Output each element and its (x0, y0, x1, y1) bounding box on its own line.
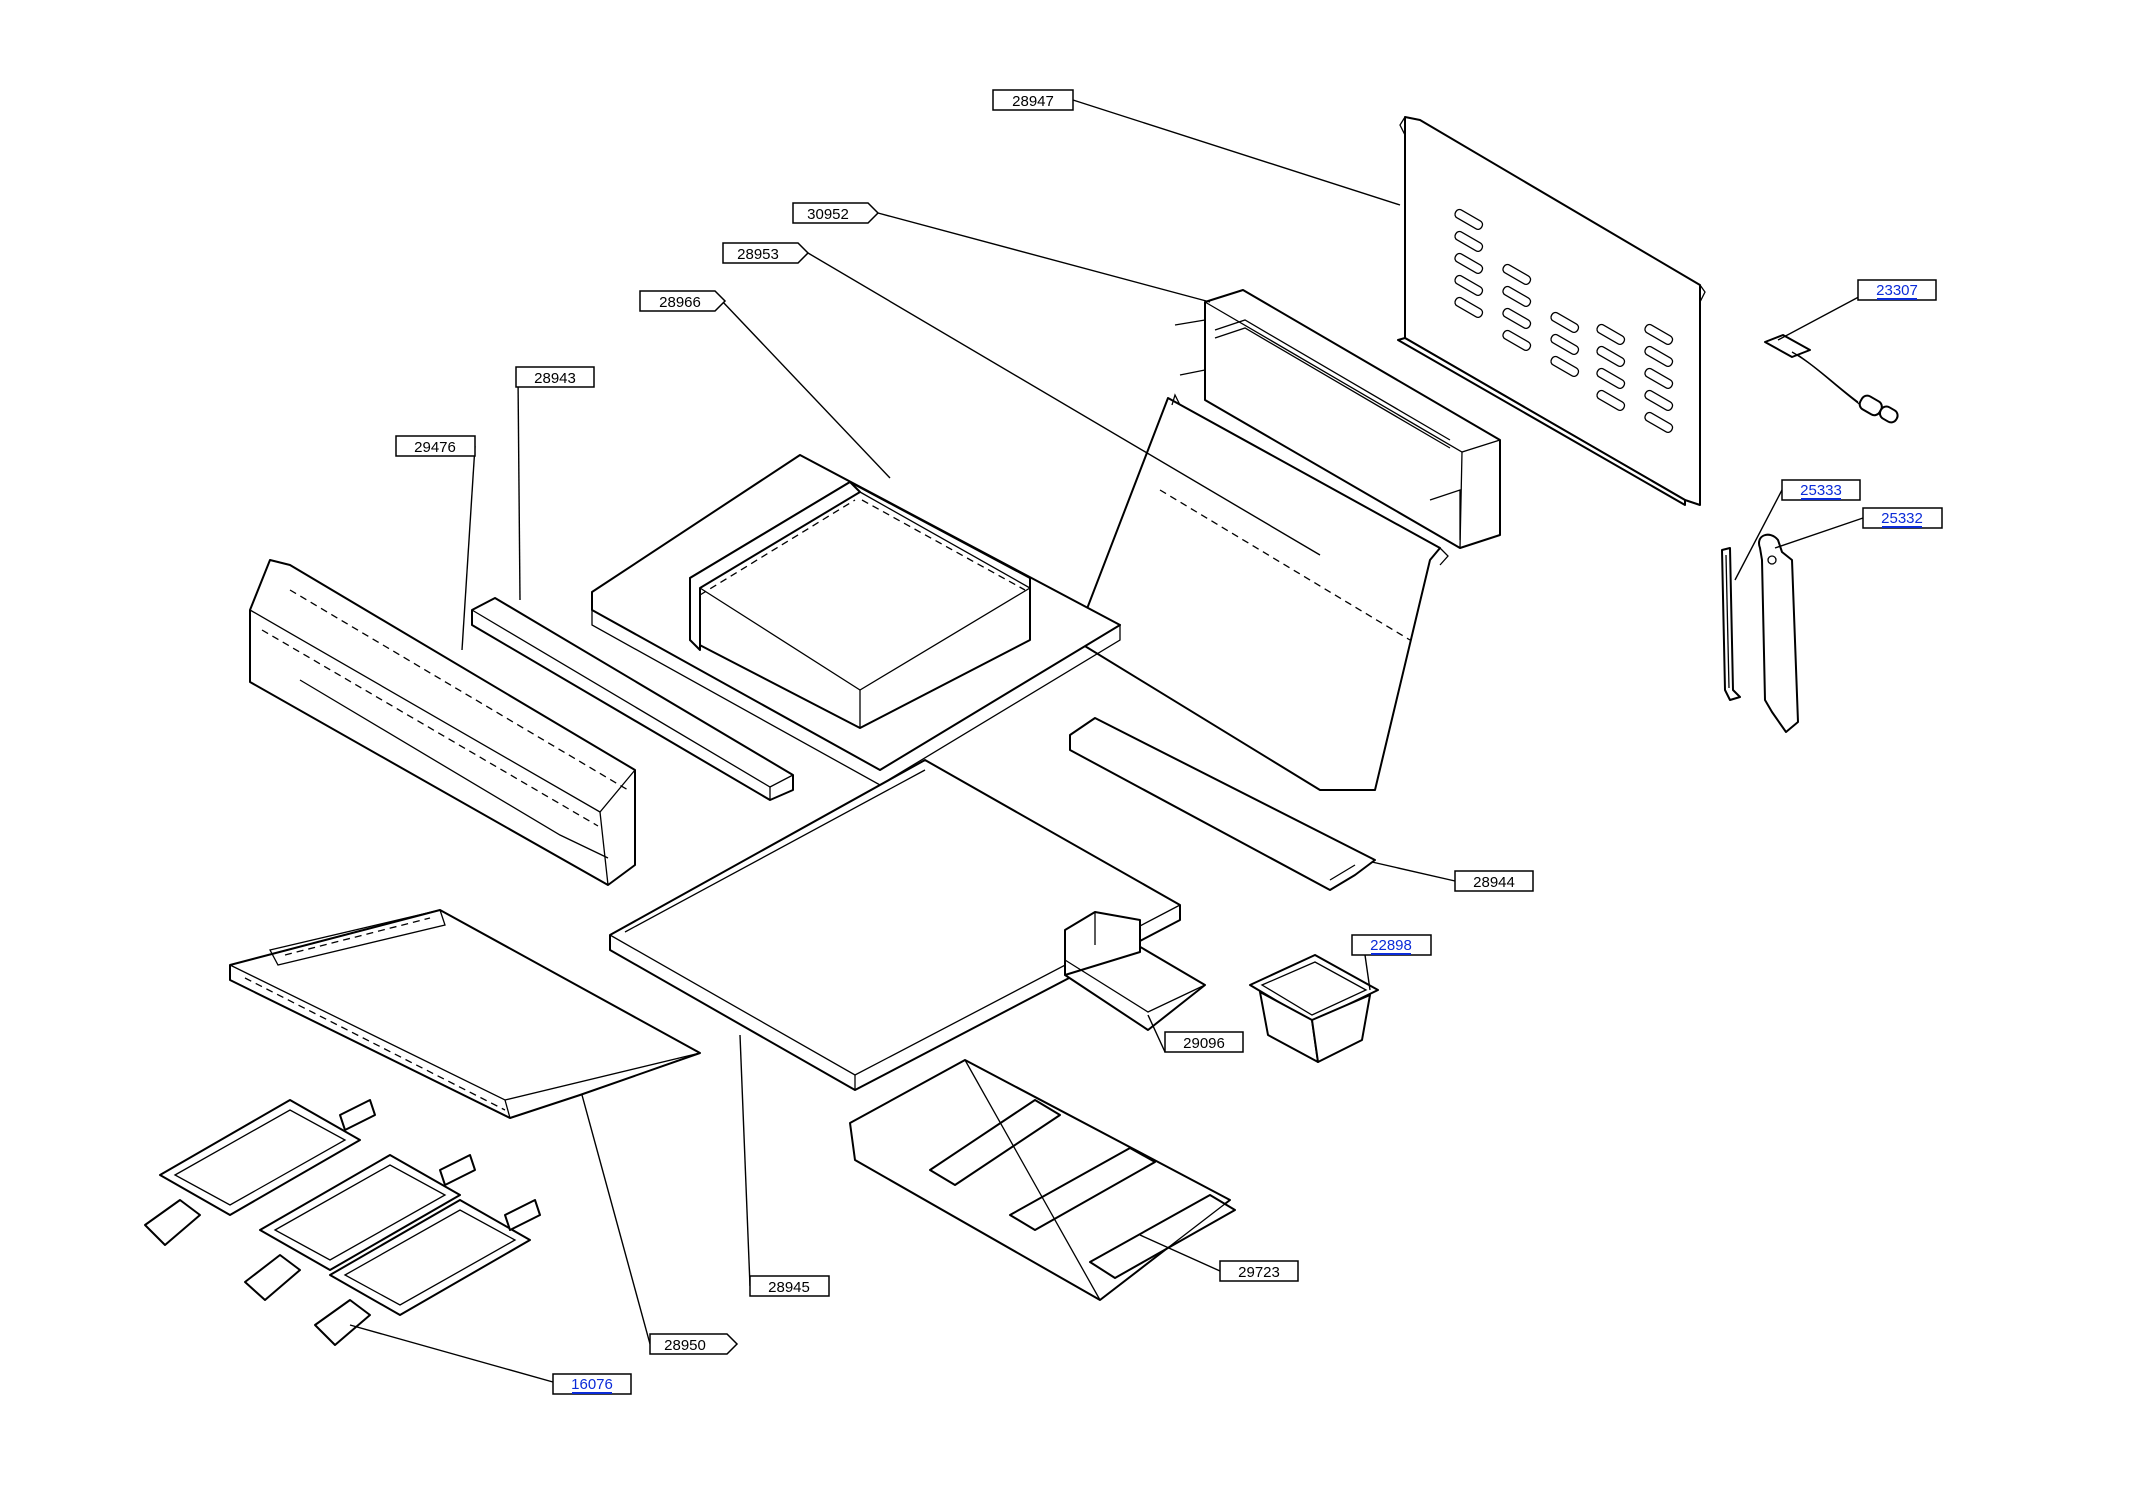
svg-text:25333: 25333 (1800, 482, 1842, 499)
svg-text:23307: 23307 (1876, 282, 1918, 299)
svg-text:28950: 28950 (664, 1337, 706, 1354)
part-25332-hook-bracket (1758, 533, 1799, 733)
svg-text:29723: 29723 (1238, 1264, 1280, 1281)
part-28953-sloped-sheet (1074, 393, 1449, 791)
part-30952-rear-box (1174, 289, 1501, 549)
svg-text:30952: 30952 (807, 206, 849, 223)
pan-2 (244, 1154, 476, 1301)
svg-text:28944: 28944 (1473, 874, 1515, 891)
svg-text:28966: 28966 (659, 294, 701, 311)
callout-28945: 28945 (749, 1275, 830, 1297)
part-29723-rack (849, 1059, 1236, 1301)
svg-text:28947: 28947 (1012, 93, 1054, 110)
callout-16076[interactable]: 16076 (552, 1373, 632, 1395)
part-28943-channel (471, 597, 794, 801)
svg-text:22898: 22898 (1370, 937, 1412, 954)
part-29096-small-tray (1064, 911, 1206, 1031)
part-25333-bracket (1721, 547, 1741, 701)
pan-1 (144, 1099, 376, 1246)
callout-25333[interactable]: 25333 (1781, 479, 1861, 501)
callout-29096: 29096 (1164, 1031, 1244, 1053)
callout-28947: 28947 (992, 89, 1074, 111)
callout-23307[interactable]: 23307 (1857, 279, 1937, 301)
svg-text:29476: 29476 (414, 439, 456, 456)
part-28947-rear-panel (1397, 116, 1706, 506)
vent-slots (1454, 208, 1674, 434)
svg-text:16076: 16076 (571, 1376, 613, 1393)
part-28950-drip-tray (229, 909, 701, 1119)
part-22898-container (1249, 954, 1379, 1063)
callout-28953: 28953 (722, 242, 810, 264)
part-23307-wire-harness (1764, 334, 1899, 424)
svg-text:29096: 29096 (1183, 1035, 1225, 1052)
part-28966-top-frame (591, 454, 1121, 786)
svg-text:28953: 28953 (737, 246, 779, 263)
svg-text:28945: 28945 (768, 1279, 810, 1296)
part-16076-pans (144, 1099, 541, 1346)
svg-text:25332: 25332 (1881, 510, 1923, 527)
callout-29723: 29723 (1219, 1260, 1299, 1282)
callout-25332[interactable]: 25332 (1862, 507, 1943, 529)
svg-text:28943: 28943 (534, 370, 576, 387)
leader-lines (349, 99, 1869, 1385)
callout-22898[interactable]: 22898 (1351, 934, 1432, 956)
callout-30952: 30952 (792, 202, 880, 224)
callout-28943: 28943 (515, 366, 595, 388)
part-28944-strip (1069, 717, 1376, 891)
callout-28950: 28950 (649, 1333, 739, 1355)
part-29476-front-panel (249, 559, 636, 886)
callout-28944: 28944 (1454, 870, 1534, 892)
pan-3 (314, 1199, 541, 1346)
callout-29476: 29476 (395, 435, 476, 457)
callout-28966: 28966 (639, 290, 727, 312)
